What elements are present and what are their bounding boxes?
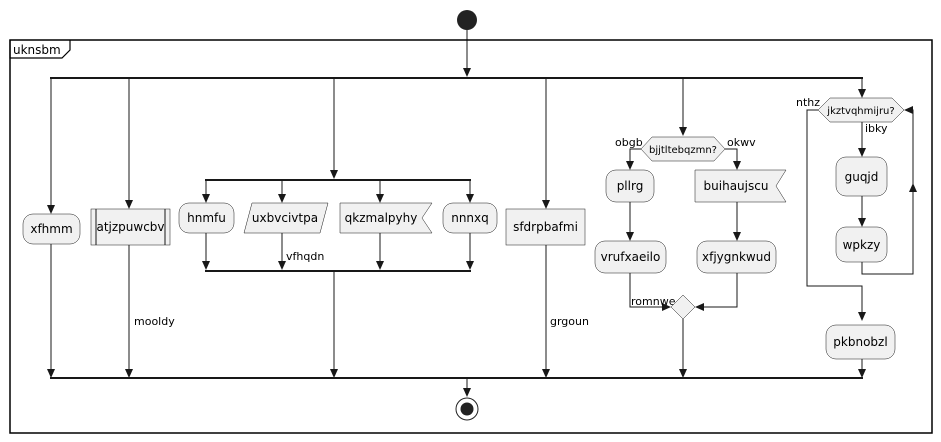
decision-jkztvqhmijru-label: jkztvqhmijru? <box>826 106 894 117</box>
activity-hnmfu-label: hnmfu <box>187 211 226 225</box>
activity-pkbnobzl-label: pkbnobzl <box>833 335 887 349</box>
activity-sfdrpbafmi-label: sfdrpbafmi <box>513 220 578 234</box>
decision-then-label: obgb <box>615 136 643 149</box>
activity-qkzmalpyhy <box>339 202 433 234</box>
partition-title: uknsbm <box>13 43 61 57</box>
activity-atjzpuwcbv <box>90 208 171 246</box>
start-node <box>457 10 477 30</box>
activity-buihaujscu-label: buihaujscu <box>704 179 769 193</box>
merge-label-romnwe: romnwe <box>631 295 676 308</box>
activity-atjzpuwcbv-label: atjzpuwcbv <box>96 220 164 234</box>
activity-xfhmm-label: xfhmm <box>30 222 72 236</box>
edge-label-vfhqdn: vfhqdn <box>286 250 324 263</box>
activity-qkzmalpyhy-label: qkzmalpyhy <box>345 211 418 225</box>
decision-bjjtltebqzmn-label: bjjtltebqzmn? <box>649 145 717 156</box>
activity-buihaujscu <box>694 169 787 203</box>
activity-xfjygnkwud-label: xfjygnkwud <box>702 250 771 264</box>
activity-uxbvcivtpa <box>243 202 329 234</box>
edge-label-mooldy: mooldy <box>134 315 175 328</box>
edge-label-grgoun: grgoun <box>550 315 589 328</box>
activity-uxbvcivtpa-label: uxbvcivtpa <box>252 211 318 225</box>
partition-tab <box>9 40 71 59</box>
activity-guqjd-label: guqjd <box>845 170 879 184</box>
activity-nnnxq-label: nnnxq <box>451 211 489 225</box>
partition-frame <box>9 39 933 434</box>
activity-pkbnobzl <box>825 324 896 360</box>
decision-else-label: okwv <box>727 136 756 149</box>
activity-pllrg-label: pllrg <box>617 179 644 193</box>
activity-vrufxaeilo-label: vrufxaeilo <box>601 250 661 264</box>
activity-sfdrpbafmi <box>505 208 586 246</box>
while-exit-label: nthz <box>796 96 820 109</box>
while-yes-label: ibky <box>865 122 888 135</box>
activity-wpkzy-label: wpkzy <box>843 238 881 252</box>
merge-diamond <box>670 294 696 320</box>
